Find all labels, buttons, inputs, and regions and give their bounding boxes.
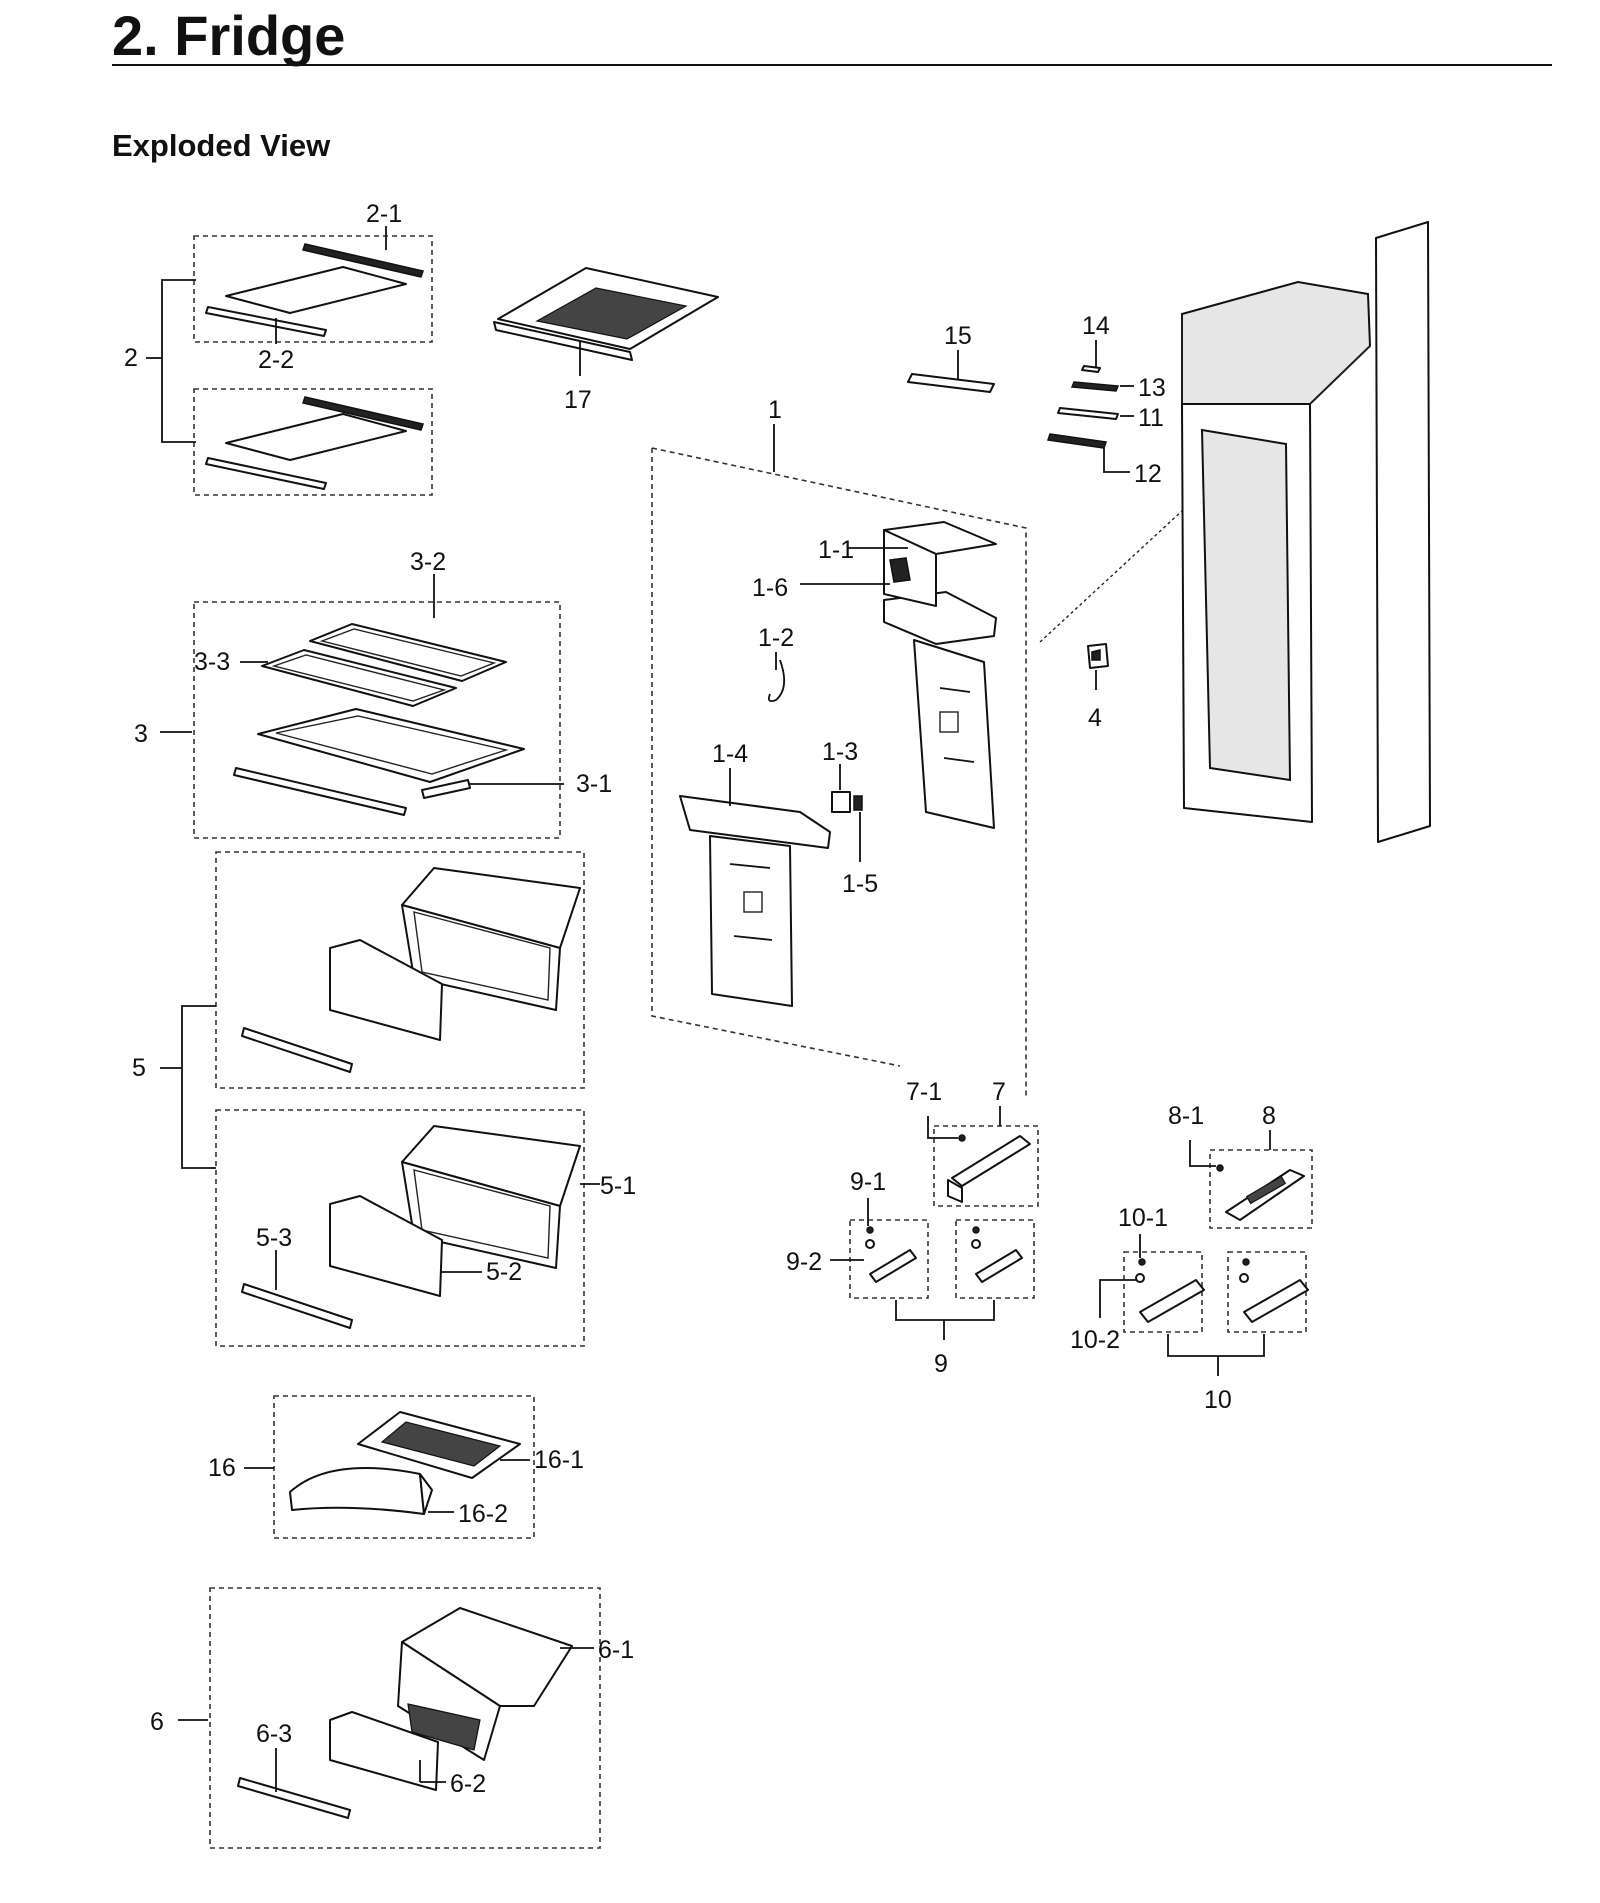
label-10: 10 <box>1204 1386 1232 1414</box>
group-7-door-guide <box>927 1106 1039 1207</box>
label-5-1: 5-1 <box>600 1172 636 1200</box>
label-2-2: 2-2 <box>258 346 294 374</box>
label-13: 13 <box>1138 374 1166 402</box>
label-1-2: 1-2 <box>758 624 794 652</box>
label-16: 16 <box>208 1454 236 1482</box>
label-6: 6 <box>150 1708 164 1736</box>
label-6-1: 6-1 <box>598 1636 634 1664</box>
label-1-4: 1-4 <box>712 740 748 768</box>
group-8-guide <box>1189 1130 1313 1229</box>
label-7-1: 7-1 <box>906 1078 942 1106</box>
group-16-chill-drawer <box>244 1395 535 1539</box>
label-6-2: 6-2 <box>450 1770 486 1798</box>
group-9-guides <box>830 1198 1035 1340</box>
label-4: 4 <box>1088 704 1102 732</box>
page-title: 2. Fridge <box>112 4 346 67</box>
label-9-1: 9-1 <box>850 1168 886 1196</box>
label-12: 12 <box>1134 460 1162 488</box>
label-1-5: 1-5 <box>842 870 878 898</box>
label-5-2: 5-2 <box>486 1258 522 1286</box>
fridge-cabinet <box>1181 221 1431 843</box>
label-3-2: 3-2 <box>410 548 446 576</box>
small-parts-top-right <box>907 340 1134 473</box>
group-1-cover-assembly <box>651 424 1027 1096</box>
label-8: 8 <box>1262 1102 1276 1130</box>
section-heading: Exploded View <box>112 128 331 163</box>
label-10-2: 10-2 <box>1070 1326 1120 1354</box>
label-7: 7 <box>992 1078 1006 1106</box>
callout-labels: 2 2-1 2-2 17 3-2 3-3 3 3-1 5 5-1 5-2 5-3… <box>124 200 1276 1798</box>
group-2-glass-shelves <box>146 226 433 496</box>
label-16-2: 16-2 <box>458 1500 508 1528</box>
label-2: 2 <box>124 344 138 372</box>
label-10-1: 10-1 <box>1118 1204 1168 1232</box>
title-rule <box>112 64 1552 66</box>
label-16-1: 16-1 <box>534 1446 584 1474</box>
group-6-bottom-drawer <box>178 1587 601 1849</box>
label-17: 17 <box>564 386 592 414</box>
label-5: 5 <box>132 1054 146 1082</box>
label-11: 11 <box>1138 404 1164 432</box>
label-14: 14 <box>1082 312 1110 340</box>
label-1: 1 <box>768 396 782 424</box>
label-6-3: 6-3 <box>256 1720 292 1748</box>
label-3-3: 3-3 <box>194 648 230 676</box>
label-5-3: 5-3 <box>256 1224 292 1252</box>
group-3-shelf-assembly <box>160 574 564 839</box>
label-3-1: 3-1 <box>576 770 612 798</box>
label-3: 3 <box>134 720 148 748</box>
group-10-guides <box>1099 1234 1309 1376</box>
group-5-drawers <box>160 851 600 1347</box>
label-8-1: 8-1 <box>1168 1102 1204 1130</box>
label-2-1: 2-1 <box>366 200 402 228</box>
label-1-1: 1-1 <box>818 536 854 564</box>
part-17-top-shelf <box>493 267 719 376</box>
part-4 <box>1039 497 1197 690</box>
label-1-6: 1-6 <box>752 574 788 602</box>
label-15: 15 <box>944 322 972 350</box>
label-1-3: 1-3 <box>822 738 858 766</box>
label-9: 9 <box>934 1350 948 1378</box>
label-9-2: 9-2 <box>786 1248 822 1276</box>
